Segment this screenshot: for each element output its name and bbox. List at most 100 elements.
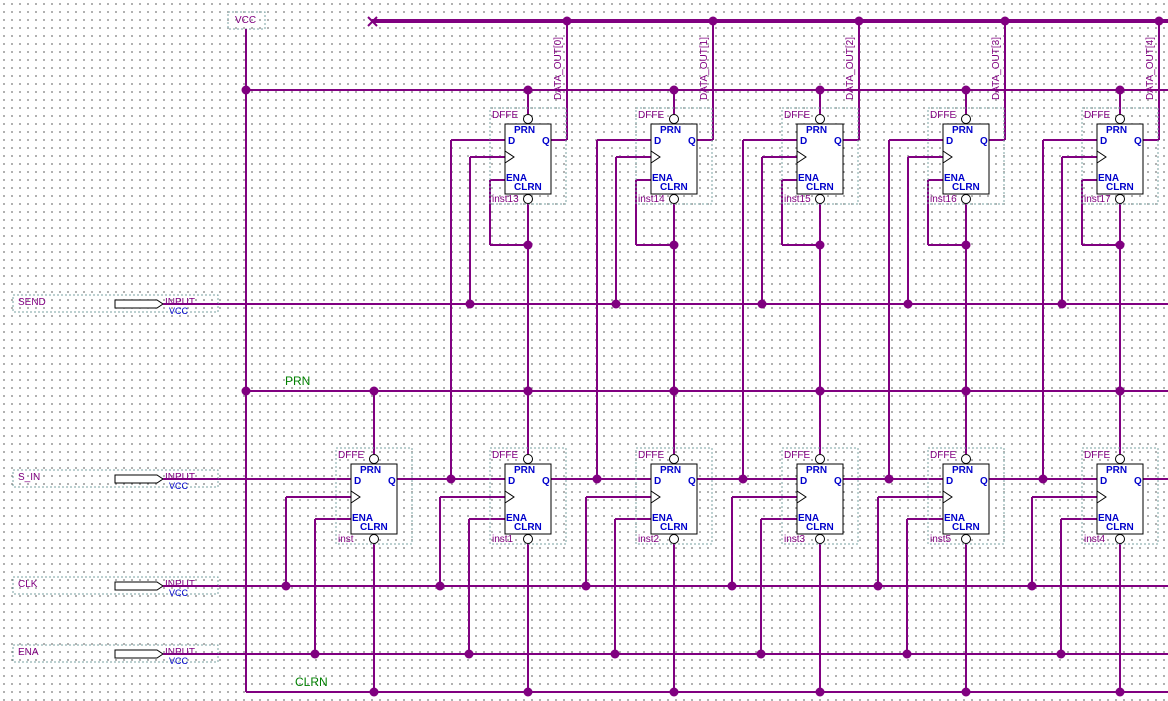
- clock-triangle: [942, 150, 953, 164]
- junction-dot: [281, 581, 291, 591]
- junction-dot: [1115, 240, 1125, 250]
- pin-q-label: Q: [688, 136, 696, 147]
- pin-d-label: D: [800, 476, 807, 487]
- vcc-label: VCC: [235, 15, 256, 26]
- pin-prn-label: PRN: [806, 465, 827, 476]
- junction-dot: [669, 386, 679, 396]
- junction-dot: [815, 386, 825, 396]
- input-pin-arrow: [114, 474, 164, 484]
- input-pin-default: VCC: [169, 588, 189, 598]
- dffe-type-label: DFFE: [1084, 110, 1110, 121]
- junction-dot: [815, 687, 825, 697]
- junction-dot: [465, 299, 475, 309]
- output-label-0: DATA_OUT[0]: [553, 37, 564, 100]
- junction-dot: [961, 687, 971, 697]
- junction-dot: [815, 85, 825, 95]
- dffe-type-label: DFFE: [930, 110, 956, 121]
- junction-dot: [961, 240, 971, 250]
- junction-dot: [446, 474, 456, 484]
- junction-dot: [241, 85, 251, 95]
- junction-dot: [523, 85, 533, 95]
- junction-dot: [873, 581, 883, 591]
- pin-d-label: D: [1100, 476, 1107, 487]
- clrn-bubble: [1115, 534, 1125, 544]
- prn-bubble: [815, 454, 825, 464]
- junction-dot: [1057, 299, 1067, 309]
- vcc-symbol[interactable]: VCC: [227, 11, 266, 30]
- clock-triangle: [504, 150, 515, 164]
- pin-prn-label: PRN: [660, 125, 681, 136]
- pin-prn-label: PRN: [360, 465, 381, 476]
- junction-dot: [369, 687, 379, 697]
- input-pin-arrow: [114, 299, 164, 309]
- pin-clrn-label: CLRN: [514, 522, 542, 533]
- pin-q-label: Q: [688, 476, 696, 487]
- clock-triangle: [796, 150, 807, 164]
- junction-dot: [708, 16, 718, 26]
- output-label-3: DATA_OUT[3]: [991, 37, 1002, 100]
- prn-bubble: [1115, 114, 1125, 124]
- junction-dot: [1056, 649, 1066, 659]
- junction-dot: [523, 687, 533, 697]
- pin-ena-label: ENA: [944, 173, 965, 184]
- junction-dot: [610, 649, 620, 659]
- output-label-2: DATA_OUT[2]: [845, 37, 856, 100]
- junction-dot: [1154, 16, 1164, 26]
- pin-d-label: D: [354, 476, 361, 487]
- junction-dot: [727, 581, 737, 591]
- input-pin-default: VCC: [169, 306, 189, 316]
- junction-dot: [581, 581, 591, 591]
- clock-triangle: [1096, 150, 1107, 164]
- instance-name: inst17: [1084, 194, 1111, 205]
- prn-bubble: [961, 114, 971, 124]
- pin-ena-label: ENA: [652, 173, 673, 184]
- instance-name: inst16: [930, 194, 957, 205]
- pin-clrn-label: CLRN: [1106, 522, 1134, 533]
- junction-dot: [903, 299, 913, 309]
- pin-prn-label: PRN: [514, 125, 535, 136]
- clock-triangle: [942, 490, 953, 504]
- dffe-type-label: DFFE: [784, 450, 810, 461]
- pin-q-label: Q: [542, 476, 550, 487]
- instance-name: inst5: [930, 534, 952, 545]
- junction-dot: [1115, 386, 1125, 396]
- pin-clrn-label: CLRN: [952, 182, 980, 193]
- junction-dot: [961, 85, 971, 95]
- clock-triangle: [350, 490, 361, 504]
- clock-triangle: [796, 490, 807, 504]
- pin-d-label: D: [1100, 136, 1107, 147]
- clrn-bubble: [369, 534, 379, 544]
- prn-bubble: [815, 114, 825, 124]
- input-pin-type: INPUT: [165, 579, 195, 590]
- prn-bubble: [669, 114, 679, 124]
- pin-prn-label: PRN: [1106, 465, 1127, 476]
- clock-triangle: [504, 490, 515, 504]
- pin-d-label: D: [508, 476, 515, 487]
- pin-q-label: Q: [834, 136, 842, 147]
- pin-q-label: Q: [1134, 476, 1142, 487]
- instance-name: inst3: [784, 534, 806, 545]
- pin-d-label: D: [946, 136, 953, 147]
- pin-clrn-label: CLRN: [952, 522, 980, 533]
- dffe-type-label: DFFE: [930, 450, 956, 461]
- junction-dot: [1038, 474, 1048, 484]
- junction-dot: [592, 474, 602, 484]
- pin-clrn-label: CLRN: [660, 522, 688, 533]
- junction-dot: [369, 386, 379, 396]
- junction-dot: [815, 240, 825, 250]
- instance-name: inst1: [492, 534, 514, 545]
- pin-prn-label: PRN: [952, 125, 973, 136]
- junction-dot: [669, 240, 679, 250]
- pin-ena-label: ENA: [944, 513, 965, 524]
- pin-d-label: D: [654, 136, 661, 147]
- prn-bubble: [1115, 454, 1125, 464]
- pin-ena-label: ENA: [352, 513, 373, 524]
